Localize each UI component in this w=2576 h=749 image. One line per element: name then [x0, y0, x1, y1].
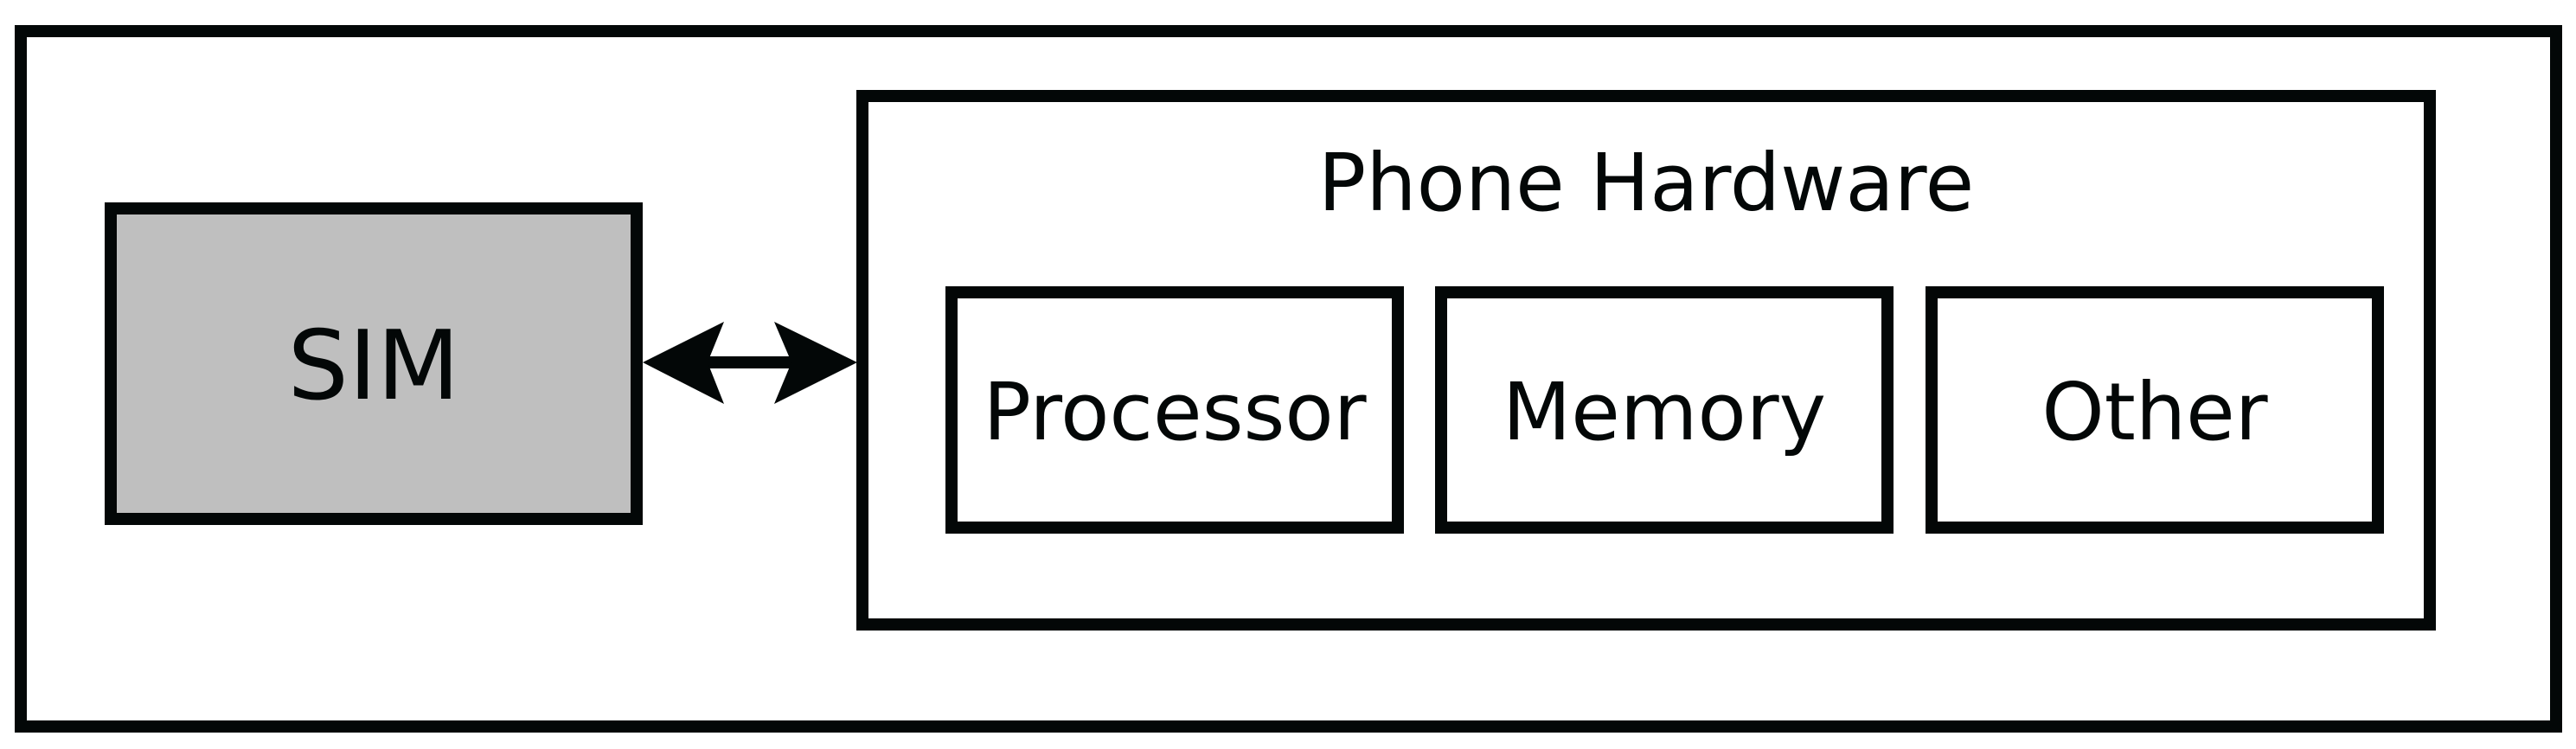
- sim-label: SIM: [287, 310, 460, 422]
- other-box: Other: [1926, 286, 2384, 534]
- memory-label: Memory: [1502, 366, 1827, 458]
- phone-hardware-title: Phone Hardware: [1317, 137, 1975, 229]
- processor-box: Processor: [945, 286, 1404, 534]
- bidirectional-arrow-icon: [643, 322, 857, 404]
- other-label: Other: [2041, 366, 2268, 458]
- processor-label: Processor: [983, 366, 1367, 458]
- memory-box: Memory: [1435, 286, 1894, 534]
- sim-box: SIM: [105, 202, 643, 525]
